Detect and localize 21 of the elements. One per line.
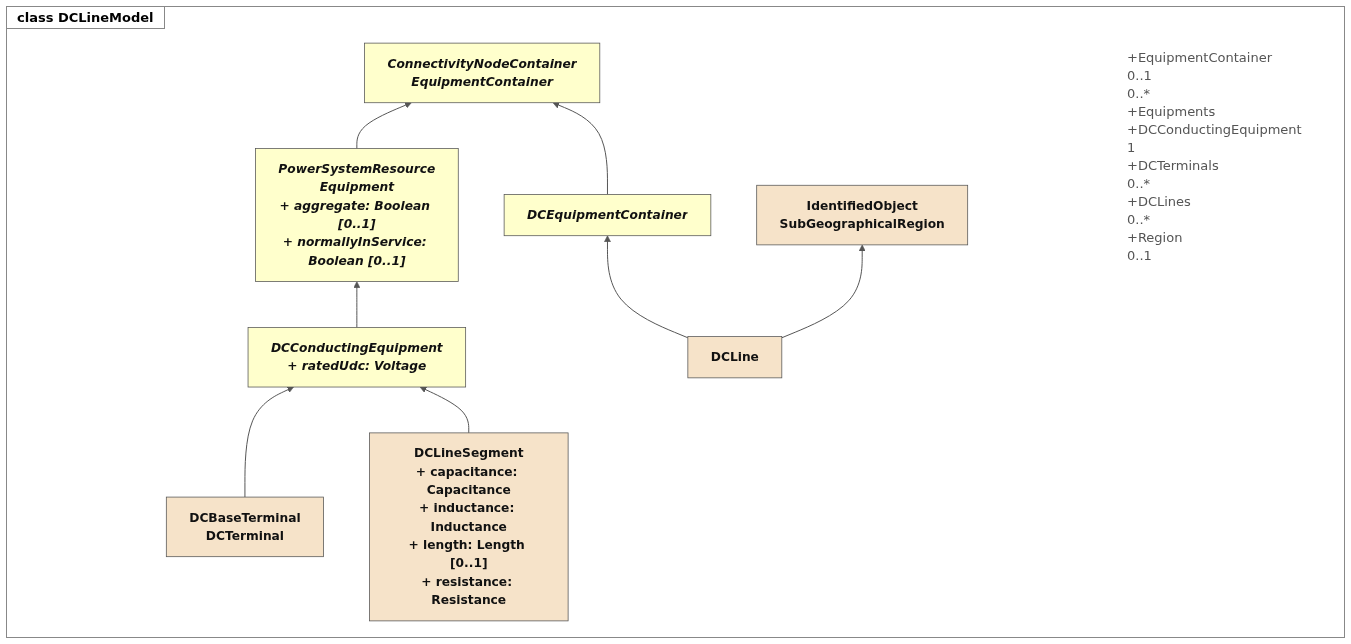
association-end-label: +Region: [1127, 230, 1184, 245]
association-end-label: +EquipmentContainer: [1127, 50, 1273, 65]
node-box: ConnectivityNodeContainer EquipmentContainer: [364, 42, 601, 104]
association-end-label: +DCLines: [1127, 194, 1192, 209]
node-box: DCEquipmentContainer: [503, 194, 712, 237]
association-end-label: +DCConductingEquipment: [1127, 122, 1303, 137]
diagram-title: class DCLineModel: [7, 7, 165, 29]
association-end-label: 0..1: [1127, 248, 1153, 263]
node-box: DCConductingEquipment + ratedUdc: Voltage: [247, 327, 467, 388]
association-end-label: 0..*: [1127, 176, 1152, 191]
node-box: DCBaseTerminal DCTerminal: [165, 496, 324, 558]
node-box: DCLineSegment + capacitance: Capacitance + inductance: Inductance + length: Length [0..1] + resistance: Resistance: [369, 432, 569, 622]
association-end-label: 0..1: [1127, 68, 1153, 83]
association-end-label: +DCTerminals: [1127, 158, 1220, 173]
association-end-label: +Equipments: [1127, 104, 1217, 119]
node-box: DCLine: [687, 336, 783, 379]
association-end-label: 0..*: [1127, 212, 1152, 227]
association-end-label: 0..*: [1127, 86, 1152, 101]
association-end-label: 1: [1127, 140, 1137, 155]
node-box: PowerSystemResource Equipment + aggregate: Boolean [0..1] + normallyInService: Boolean [0..1]: [255, 148, 459, 282]
node-box: IdentifiedObject SubGeographicalRegion: [756, 184, 969, 246]
